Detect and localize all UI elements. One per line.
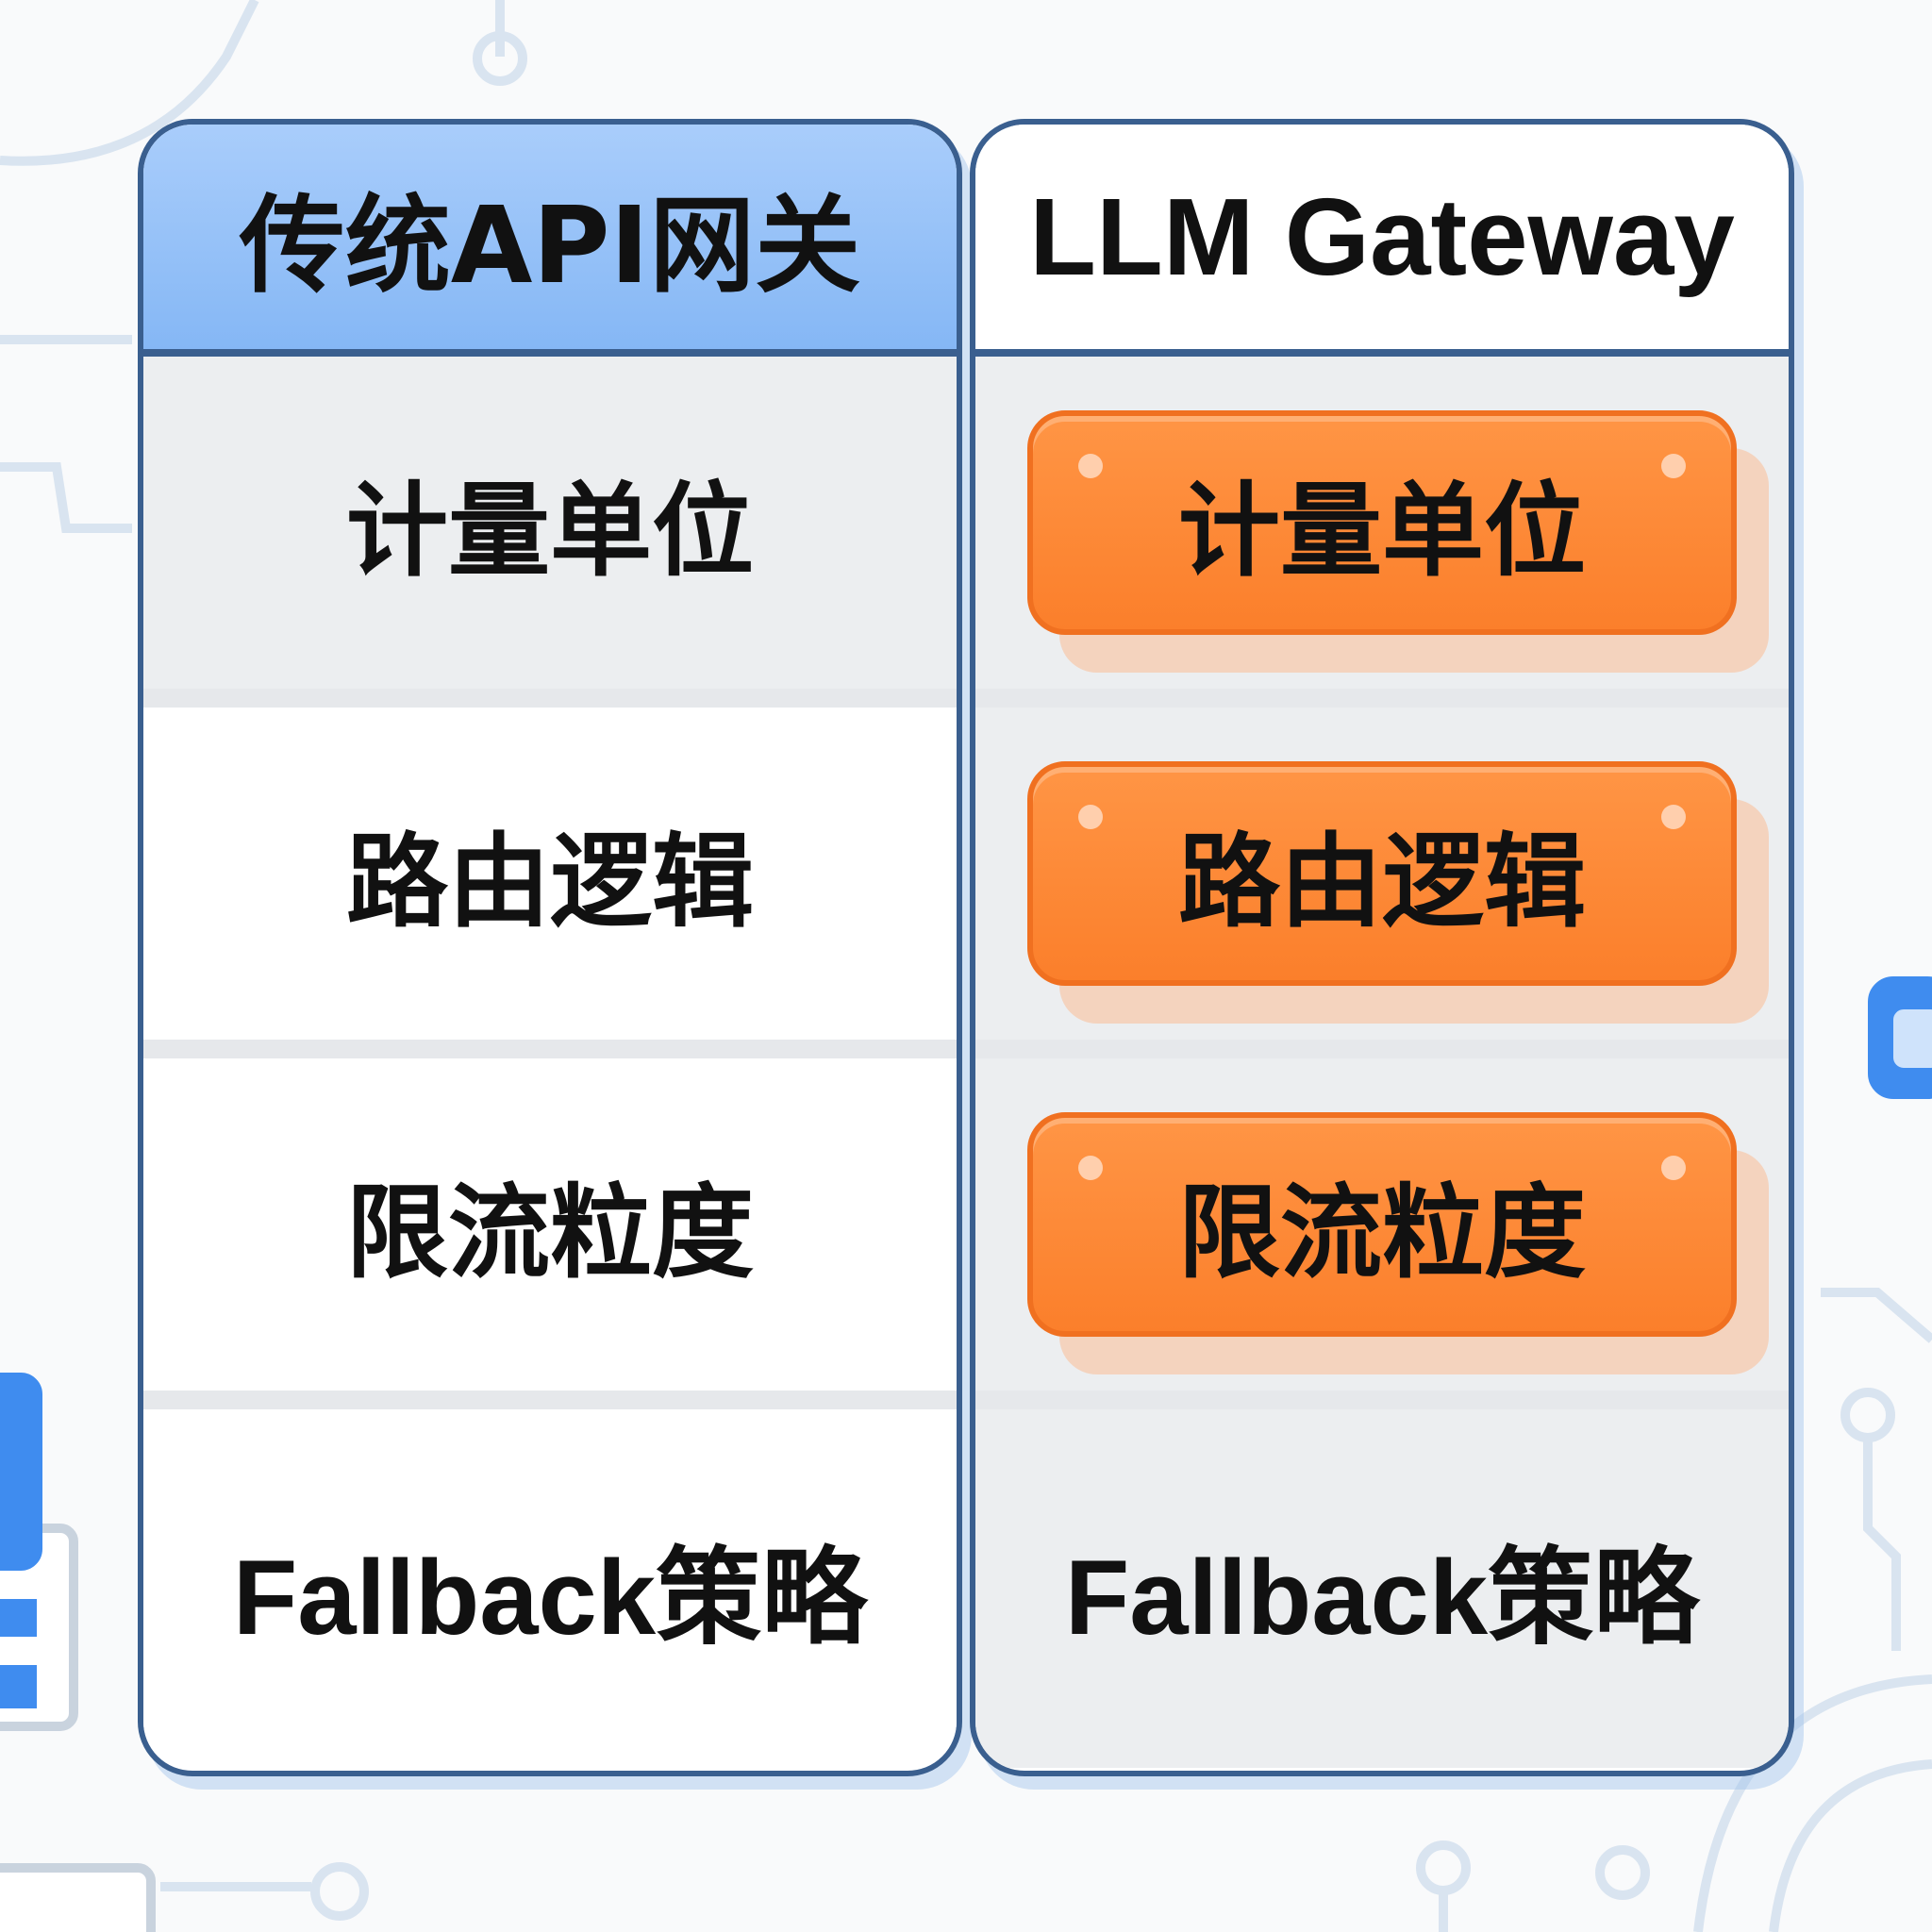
- circuit-node: [1416, 1840, 1471, 1895]
- pill-dot: [1661, 454, 1686, 478]
- highlight-pill: 限流粒度: [1027, 1112, 1737, 1337]
- device-bar: [0, 1599, 37, 1637]
- row-routing-logic: 路由逻辑: [143, 708, 957, 1058]
- column-header-llm: LLM Gateway: [975, 125, 1789, 357]
- row-rate-limit-granularity: 限流粒度: [975, 1058, 1789, 1409]
- llm-rows: 计量单位 路由逻辑 限流粒度 Fallback策略: [975, 357, 1789, 1768]
- pill-label: 限流粒度: [1177, 1174, 1586, 1292]
- circuit-trace: [1821, 1288, 1932, 1343]
- row-fallback-strategy: Fallback策略: [975, 1409, 1789, 1768]
- pill-label: 路由逻辑: [1177, 824, 1586, 941]
- circuit-trace: [1769, 1759, 1932, 1932]
- pill-dot: [1661, 1156, 1686, 1180]
- row-fallback-strategy: Fallback策略: [143, 1409, 957, 1768]
- circuit-node: [310, 1862, 369, 1921]
- connector-inner: [1893, 1009, 1932, 1068]
- row-label: Fallback策略: [232, 1539, 868, 1657]
- pill-dot: [1078, 805, 1103, 829]
- circuit-node: [473, 31, 527, 86]
- device-outline: [0, 1863, 156, 1932]
- row-routing-logic: 路由逻辑: [975, 708, 1789, 1058]
- row-rate-limit-granularity: 限流粒度: [143, 1058, 957, 1409]
- pill-label: 计量单位: [1177, 473, 1586, 591]
- device-bar: [0, 1665, 37, 1708]
- traditional-rows: 计量单位 路由逻辑 限流粒度 Fallback策略: [143, 357, 957, 1768]
- circuit-node: [1840, 1388, 1895, 1442]
- column-header-traditional: 传统API网关: [143, 125, 957, 357]
- row-label: 计量单位: [345, 473, 754, 591]
- llm-gateway-column: LLM Gateway 计量单位 路由逻辑: [970, 119, 1794, 1776]
- pill-dot: [1661, 805, 1686, 829]
- pill-dot: [1078, 1156, 1103, 1180]
- row-label: 路由逻辑: [345, 824, 754, 941]
- pill-dot: [1078, 454, 1103, 478]
- highlight-pill: 计量单位: [1027, 410, 1737, 635]
- row-label: Fallback策略: [1064, 1539, 1700, 1657]
- circuit-trace: [0, 462, 132, 533]
- traditional-api-gateway-column: 传统API网关 计量单位 路由逻辑 限流粒度 Fallback策略: [138, 119, 962, 1776]
- row-label: 限流粒度: [345, 1174, 754, 1292]
- circuit-node: [1595, 1845, 1650, 1900]
- highlight-pill: 路由逻辑: [1027, 761, 1737, 986]
- circuit-trace: [1863, 1438, 1901, 1651]
- row-metering-unit: 计量单位: [143, 357, 957, 708]
- circuit-trace: [0, 0, 259, 166]
- row-metering-unit: 计量单位: [975, 357, 1789, 708]
- device-screen: [0, 1373, 42, 1571]
